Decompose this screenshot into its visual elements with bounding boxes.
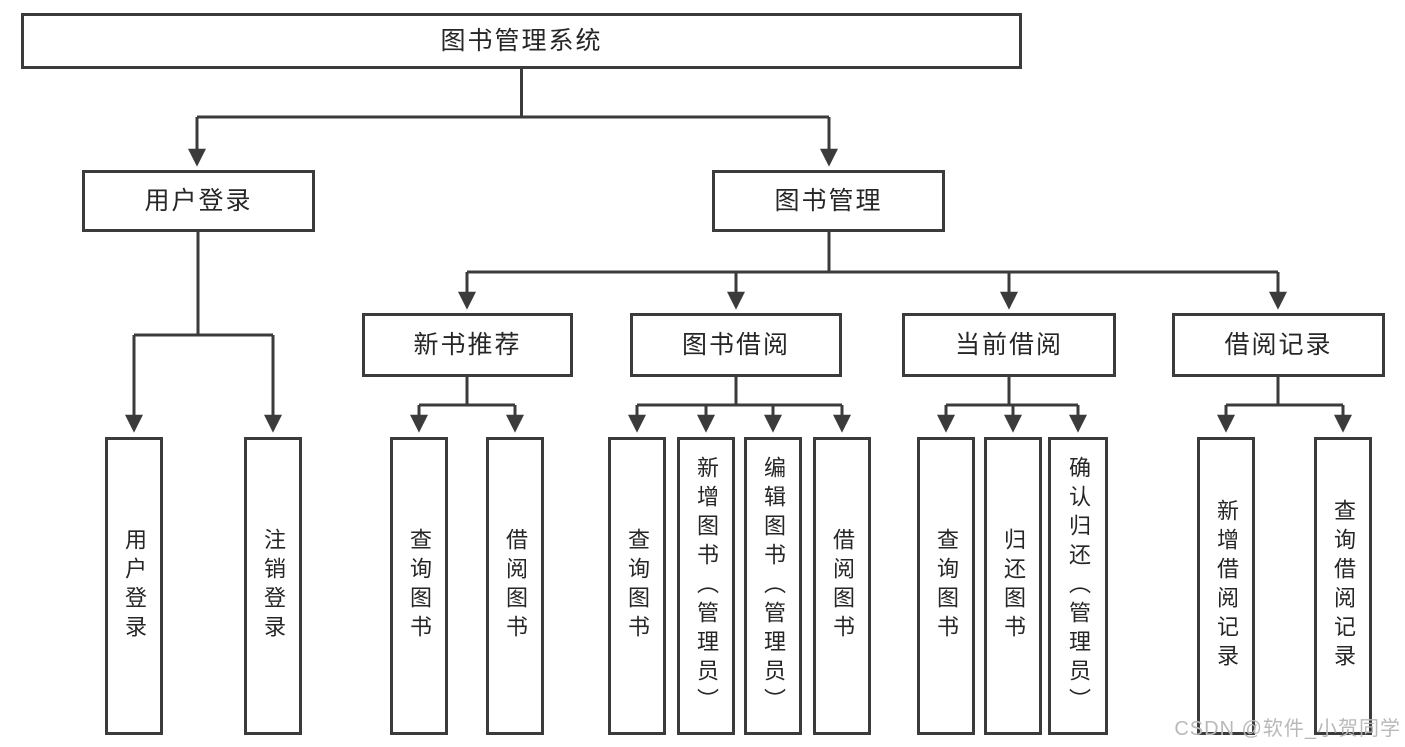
node-label: 当前借阅 (954, 330, 1063, 359)
node-label: 新增图书（管理员） (694, 455, 719, 717)
leaf-confirm-return-admin: 确认归还（管理员） (1048, 437, 1108, 735)
leaf-query-borrow-record: 查询借阅记录 (1314, 437, 1372, 735)
node-label: 注销登录 (261, 528, 286, 644)
leaf-edit-book-admin: 编辑图书（管理员） (744, 437, 802, 735)
node-label: 归还图书 (1001, 528, 1026, 644)
leaf-borrow-books-1: 借阅图书 (486, 437, 544, 735)
leaf-add-borrow-record: 新增借阅记录 (1197, 437, 1255, 735)
node-book-borrowing: 图书借阅 (630, 313, 842, 377)
csdn-watermark: CSDN @软件_小贺同学 (1174, 718, 1401, 740)
node-label: 图书管理 (774, 186, 883, 215)
node-label: 确认归还（管理员） (1066, 455, 1091, 717)
node-book-management: 图书管理 (712, 170, 945, 232)
node-user-login-group: 用户登录 (82, 170, 315, 232)
leaf-return-book: 归还图书 (984, 437, 1042, 735)
node-label: 用户登录 (122, 528, 147, 644)
leaf-logout: 注销登录 (244, 437, 302, 735)
node-label: 查询借阅记录 (1331, 499, 1356, 673)
node-label: 借阅图书 (503, 528, 528, 644)
node-label: 图书借阅 (681, 330, 790, 359)
leaf-query-books-2: 查询图书 (608, 437, 666, 735)
node-root-library-system: 图书管理系统 (21, 13, 1022, 69)
node-new-book-recommendation: 新书推荐 (362, 313, 573, 377)
leaf-add-book-admin: 新增图书（管理员） (677, 437, 735, 735)
node-label: 查询图书 (625, 528, 650, 644)
leaf-borrow-books-2: 借阅图书 (813, 437, 871, 735)
node-label: 查询图书 (934, 528, 959, 644)
node-label: 新书推荐 (413, 330, 522, 359)
leaf-query-books-3: 查询图书 (917, 437, 975, 735)
node-label: 用户登录 (144, 186, 253, 215)
node-current-borrowing: 当前借阅 (902, 313, 1116, 377)
node-label: 借阅图书 (830, 528, 855, 644)
node-label: 图书管理系统 (440, 26, 603, 55)
node-label: 查询图书 (407, 528, 432, 644)
leaf-user-login: 用户登录 (105, 437, 163, 735)
leaf-query-books-1: 查询图书 (390, 437, 448, 735)
node-label: 借阅记录 (1224, 330, 1333, 359)
node-borrowing-records: 借阅记录 (1172, 313, 1385, 377)
node-label: 编辑图书（管理员） (761, 455, 786, 717)
node-label: 新增借阅记录 (1214, 499, 1239, 673)
